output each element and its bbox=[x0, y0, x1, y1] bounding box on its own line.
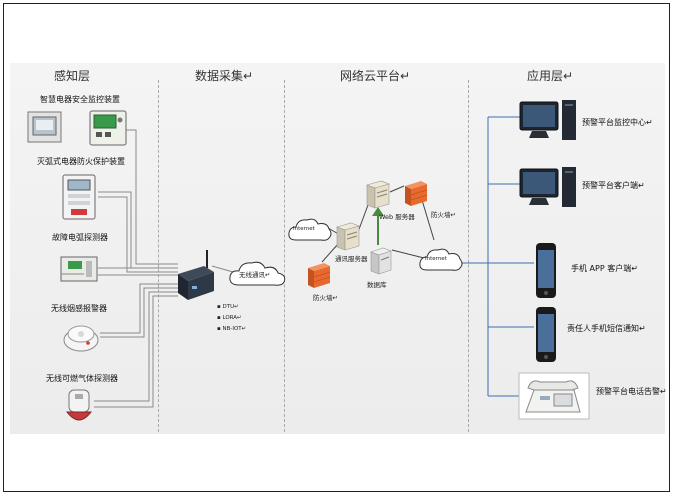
app-label-mobile-app: 手机 APP 客户端↵ bbox=[571, 264, 638, 273]
app-label-client: 预警平台客户端↵ bbox=[582, 181, 645, 190]
cabinet-box-icon bbox=[27, 111, 62, 143]
desktop-computer-icon bbox=[519, 100, 576, 140]
smartphone-icon bbox=[536, 307, 556, 362]
internet-label-left: Internet bbox=[293, 226, 315, 232]
protocol-dtu: ▪ DTU↵ bbox=[217, 304, 239, 310]
device-label-smoke-alarm: 无线烟感报警器 bbox=[51, 304, 107, 313]
monitor-unit-icon bbox=[89, 110, 127, 146]
database-label: 数据库 bbox=[367, 281, 387, 289]
divider-perception-collection bbox=[158, 80, 159, 432]
firewall-label-left: 防火墙↵ bbox=[313, 294, 338, 302]
protocol-dtu-text: DTU↵ bbox=[222, 304, 239, 310]
smoke-alarm-icon bbox=[63, 325, 99, 352]
app-label-phone-alert: 预警平台电话告警↵ bbox=[596, 387, 667, 396]
device-label-monitor: 智慧电器安全监控装置 bbox=[40, 95, 120, 104]
desktop-computer-icon bbox=[519, 167, 576, 207]
arc-protector-icon bbox=[62, 174, 96, 220]
database-server-icon bbox=[370, 247, 392, 275]
layer-title-application: 应用层↵ bbox=[527, 69, 574, 83]
internet-label-right: Internet bbox=[425, 256, 447, 262]
internet-cloud-right-icon bbox=[419, 248, 463, 271]
web-server-icon bbox=[366, 180, 390, 209]
divider-cloud-application bbox=[468, 80, 469, 432]
app-label-monitor-center: 预警平台监控中心↵ bbox=[582, 118, 653, 127]
comm-server-label: 通讯服务器 bbox=[335, 255, 368, 263]
device-label-arc-detector: 故障电弧探测器 bbox=[52, 233, 108, 242]
device-label-arc-protector: 灭弧式电器防火保护装置 bbox=[37, 157, 125, 166]
dtu-gateway-icon bbox=[178, 250, 214, 300]
firewall-right-icon bbox=[405, 181, 428, 206]
wireless-cloud-icon bbox=[229, 261, 286, 286]
firewall-label-right: 防火墙↵ bbox=[431, 211, 456, 219]
gas-detector-icon bbox=[65, 389, 93, 421]
internet-cloud-left-icon bbox=[288, 218, 332, 241]
layer-title-perception: 感知层 bbox=[54, 69, 91, 83]
device-label-gas-detector: 无线可燃气体探测器 bbox=[46, 374, 118, 383]
layer-title-cloud: 网络云平台↵ bbox=[340, 69, 411, 83]
layer-title-collection: 数据采集↵ bbox=[195, 69, 254, 83]
divider-collection-cloud bbox=[284, 80, 285, 432]
protocol-nbiot-text: NB-IOT↵ bbox=[222, 326, 247, 332]
wireless-label: 无线通讯↵ bbox=[239, 271, 271, 279]
firewall-left-icon bbox=[308, 263, 331, 288]
outer-frame bbox=[3, 3, 670, 492]
comm-server-icon bbox=[336, 222, 360, 251]
smartphone-icon bbox=[536, 243, 556, 298]
arc-detector-icon bbox=[60, 256, 98, 282]
web-server-label: Web 服务器 bbox=[379, 213, 415, 221]
app-label-sms-notify: 责任人手机短信通知↵ bbox=[567, 324, 646, 333]
desk-phone-icon bbox=[518, 372, 590, 420]
protocol-lora-text: LORA↵ bbox=[222, 315, 242, 321]
protocol-lora: ▪ LORA↵ bbox=[217, 315, 242, 321]
protocol-nbiot: ▪ NB-IOT↵ bbox=[217, 326, 247, 332]
